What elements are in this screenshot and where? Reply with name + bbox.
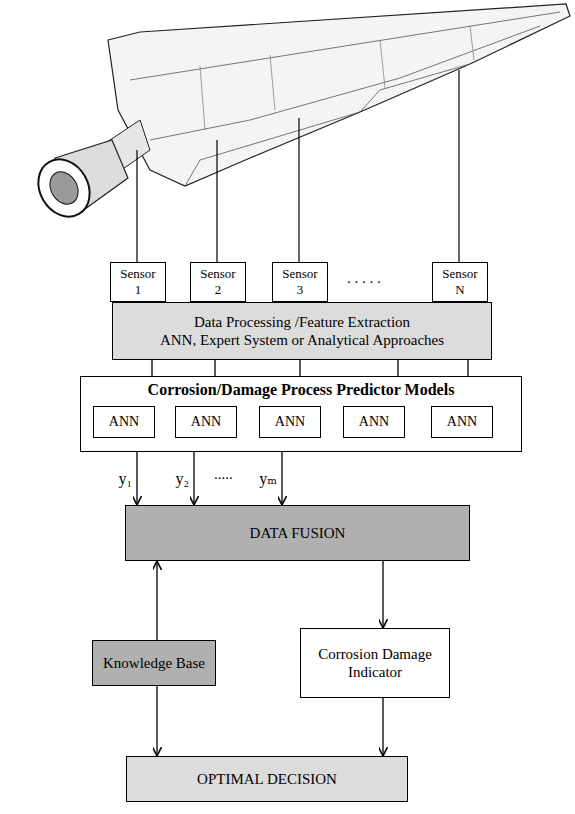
box-text: ANN <box>275 414 305 431</box>
connector-line <box>214 360 215 376</box>
panel-mark <box>200 66 205 130</box>
connector-line <box>397 360 398 376</box>
box-text: ANN <box>109 414 139 431</box>
signal-label: yₘ <box>257 470 279 488</box>
connector-arrow <box>136 452 137 505</box>
connector-line <box>151 360 152 376</box>
ann-box: ANN <box>343 406 405 438</box>
sensor-box: Sensor 3 <box>272 262 328 302</box>
ann-box: ANN <box>431 406 493 438</box>
connector-line <box>299 360 300 376</box>
engine-fan <box>44 167 84 209</box>
predictor-group-box: Corrosion/Damage Process Predictor Model… <box>80 376 522 452</box>
box-text: Sensor 2 <box>196 266 240 297</box>
box-text: Sensor 1 <box>116 266 160 297</box>
connector-arrow <box>281 452 282 505</box>
connector-arrow <box>156 686 157 756</box>
group-title: Corrosion/Damage Process Predictor Model… <box>148 380 455 399</box>
ann-box: ANN <box>259 406 321 438</box>
box-text: Corrosion Damage Indicator <box>306 645 444 681</box>
box-text: ANN <box>191 414 221 431</box>
engine-intake <box>28 150 100 226</box>
box-text: DATA FUSION <box>250 524 346 542</box>
indicator-box: Corrosion Damage Indicator <box>300 628 450 698</box>
sensor-lead <box>458 70 459 262</box>
connector-arrow <box>382 698 383 756</box>
ellipsis-label: ..... <box>212 466 235 483</box>
box-text: Data Processing /Feature Extraction <box>194 313 410 331</box>
processing-box: Data Processing /Feature ExtractionANN, … <box>112 302 492 360</box>
flap-line <box>360 64 470 112</box>
ann-box: ANN <box>175 406 237 438</box>
box-text: OPTIMAL DECISION <box>197 770 337 788</box>
connector-arrow <box>382 561 383 628</box>
flap-line <box>185 112 360 186</box>
signal-label: y₁ <box>116 470 134 488</box>
wing <box>108 4 570 186</box>
sensor-lead <box>136 150 137 262</box>
connector-arrow <box>156 561 157 640</box>
decision-box: OPTIMAL DECISION <box>126 756 408 802</box>
ellipsis-label: . . . . . <box>345 270 383 287</box>
connector-arrow <box>193 452 194 505</box>
sensor-lead <box>216 140 217 262</box>
sensor-box: Sensor N <box>432 262 488 302</box>
panel-mark <box>470 26 474 60</box>
box-text: Knowledge Base <box>103 654 205 672</box>
box-text: Sensor 3 <box>278 266 322 297</box>
panel-mark <box>380 40 385 88</box>
box-text: ANN <box>359 414 389 431</box>
knowledge-box: Knowledge Base <box>92 640 216 686</box>
engine <box>28 120 150 226</box>
box-text: Sensor N <box>438 266 482 297</box>
wing-panel-line <box>150 26 540 140</box>
signal-label: y₂ <box>173 470 191 488</box>
sensor-box: Sensor 1 <box>110 262 166 302</box>
panel-mark <box>270 55 275 110</box>
connector-line <box>467 360 468 376</box>
wing-panel-line <box>130 12 560 80</box>
sensor-leads <box>137 70 459 262</box>
fusion-box: DATA FUSION <box>125 505 470 561</box>
wing-outline <box>108 4 570 186</box>
sensor-lead <box>298 118 299 262</box>
ann-box: ANN <box>93 406 155 438</box>
box-text: ANN, Expert System or Analytical Approac… <box>160 331 444 349</box>
sensor-box: Sensor 2 <box>190 262 246 302</box>
box-text: ANN <box>447 414 477 431</box>
